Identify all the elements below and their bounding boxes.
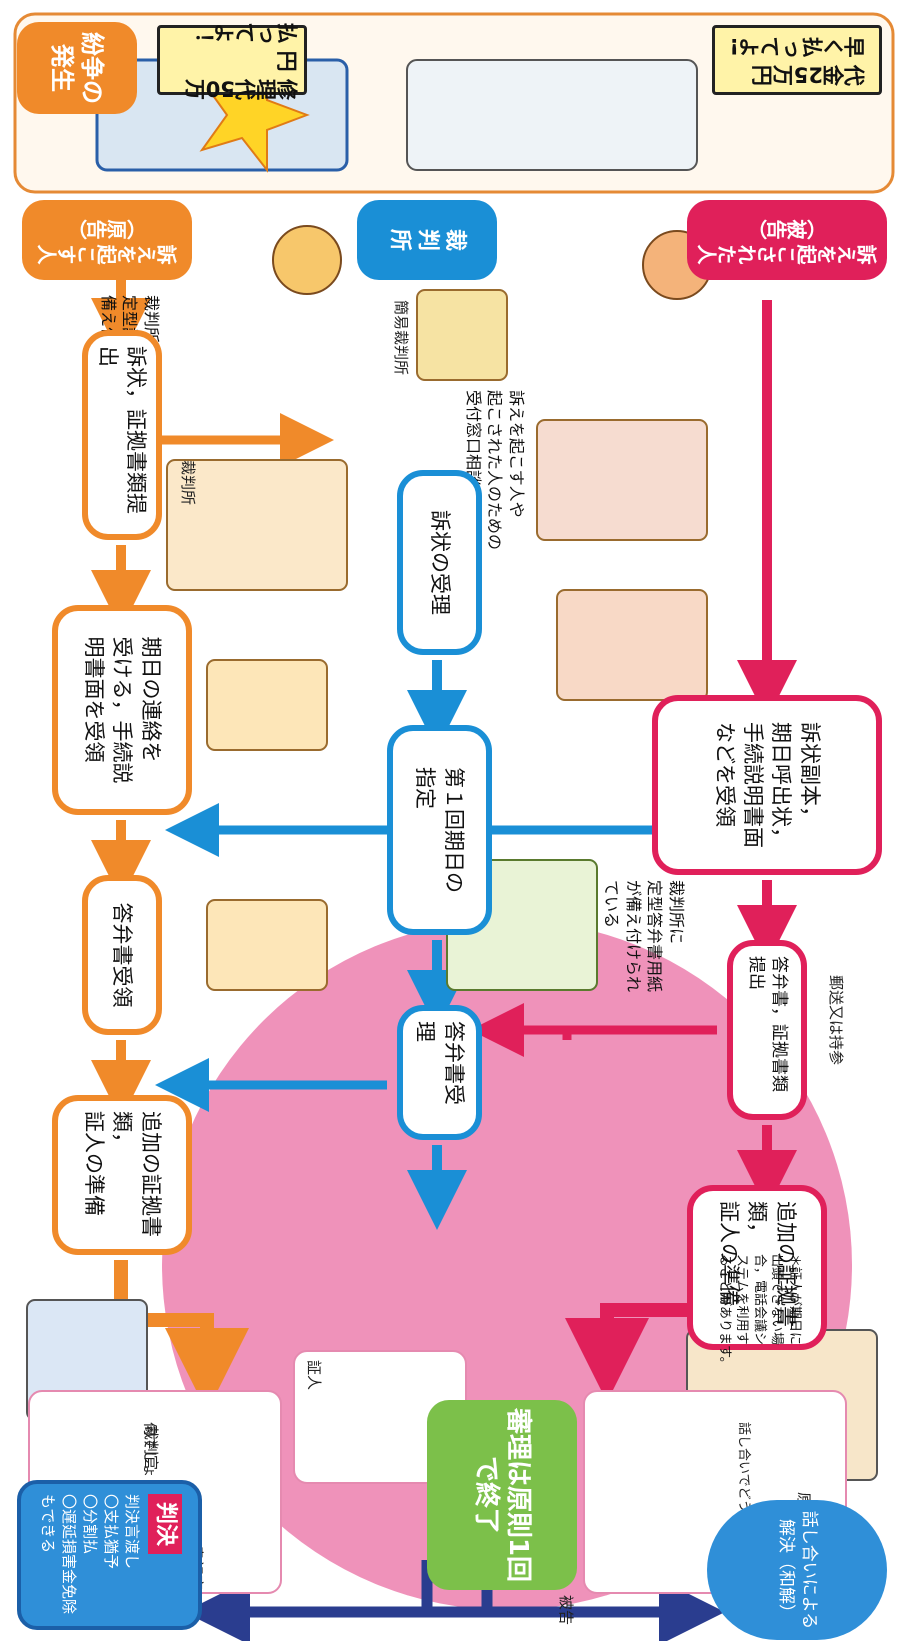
appliance-illustration xyxy=(406,59,698,171)
dispute-bubble-top: 修理代50万円 払ってよ！ xyxy=(157,20,307,101)
summary-court-label: 簡易裁判所 xyxy=(392,300,410,376)
consult-illustration xyxy=(536,419,708,541)
settlement-box: 話し合いによる 解決（和解） xyxy=(707,1500,887,1640)
court-header: 裁 判 所 xyxy=(357,200,497,280)
judge-label: 裁判官 xyxy=(142,1425,160,1471)
arrow-o5 xyxy=(114,1260,249,1412)
plaintiff-step3: 答弁書受領 xyxy=(82,875,162,1035)
witness-label: 証人 xyxy=(305,1360,323,1391)
judgment-title: 判決 xyxy=(148,1494,182,1555)
court-step1: 訴状の受理 xyxy=(397,470,482,655)
defendant-hearing-wrap: 被告 xyxy=(537,1595,577,1635)
filing-illustration xyxy=(166,459,348,591)
witness-note-wrap: ＊証人が期日に 出頭できない場 合，電話会議シ ステムを利用す ることがあります… xyxy=(637,1250,807,1400)
defendant-reading-illustration xyxy=(556,589,708,701)
plaintiff-step4: 追加の証拠書類， 証人の準備 xyxy=(52,1095,192,1255)
hearing-banner: 審理は原則1回で終了 xyxy=(427,1400,577,1590)
answer-illustration xyxy=(206,899,328,991)
judgment-text: 判決言渡し 〇支払猶予 〇分割払 〇遅延損害金免除 もできる xyxy=(39,1494,142,1615)
defendant-step2: 答弁書，証拠書類提出 xyxy=(727,940,807,1120)
defendant-step2-note: 郵送又は持参 xyxy=(827,975,845,1066)
plaintiff-header: 訴えを起こす人 （原告） xyxy=(22,200,192,280)
defendant-note: 裁判所に 定型答弁書用紙 が備え付けられ ている xyxy=(602,880,686,993)
dispute-bubble-bottom: 代金25万円 早く払ってよ! xyxy=(712,25,882,95)
witness-note: ＊証人が期日に 出頭できない場 合，電話会議シ ステムを利用す ることがあります… xyxy=(716,1254,802,1370)
defendant-step1: 訴状副本， 期日呼出状， 手続説明書面 などを受領 xyxy=(652,695,882,875)
defendant-hearing-label: 被告 xyxy=(557,1595,575,1626)
dispute-title: 紛争の 発生 xyxy=(17,22,137,114)
plaintiff-step1: 訴状，証拠書類提出 xyxy=(82,330,162,540)
court-step3: 答弁書受理 xyxy=(397,1005,482,1140)
defendant-header: 訴えを起こされた人 （被告） xyxy=(687,200,887,280)
receive-illustration xyxy=(206,659,328,751)
court-step2: 第１回期日の 指定 xyxy=(387,725,492,935)
courthouse-illustration xyxy=(416,289,508,381)
judgment-box: 判決 判決言渡し 〇支払猶予 〇分割払 〇遅延損害金免除 もできる xyxy=(17,1480,202,1630)
plaintiff-person-icon xyxy=(272,225,342,295)
plaintiff-step2: 期日の連絡を 受ける，手続説 明書面を受領 xyxy=(52,605,192,815)
court-building-label: 裁判所 xyxy=(179,460,197,506)
